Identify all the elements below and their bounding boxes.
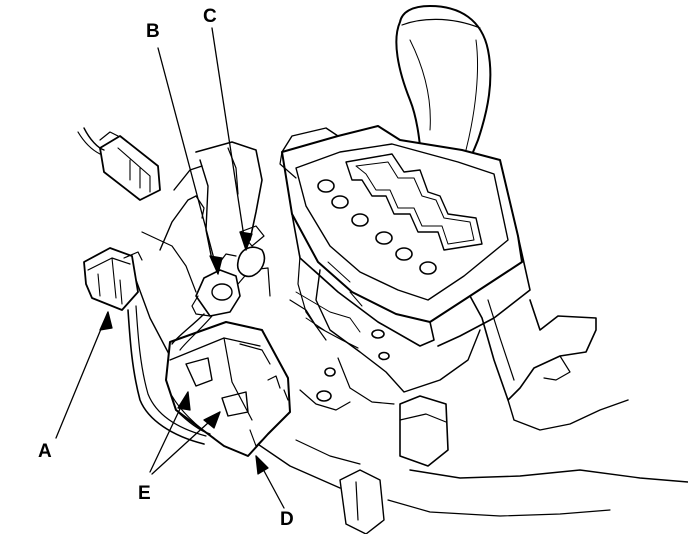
shift-gate-icon (279, 125, 531, 347)
callout-b: B (146, 21, 160, 42)
callout-e: E (138, 483, 151, 504)
leader-lines (55, 27, 285, 509)
shifter-base-housing (289, 255, 688, 534)
callout-c: C (203, 6, 217, 27)
callout-d: D (280, 509, 294, 530)
switch-icon (165, 313, 291, 457)
mating-connector-icon (77, 127, 161, 201)
callout-a: A (38, 441, 52, 462)
sensor-b-icon (191, 253, 241, 317)
connector-icon (83, 247, 207, 445)
